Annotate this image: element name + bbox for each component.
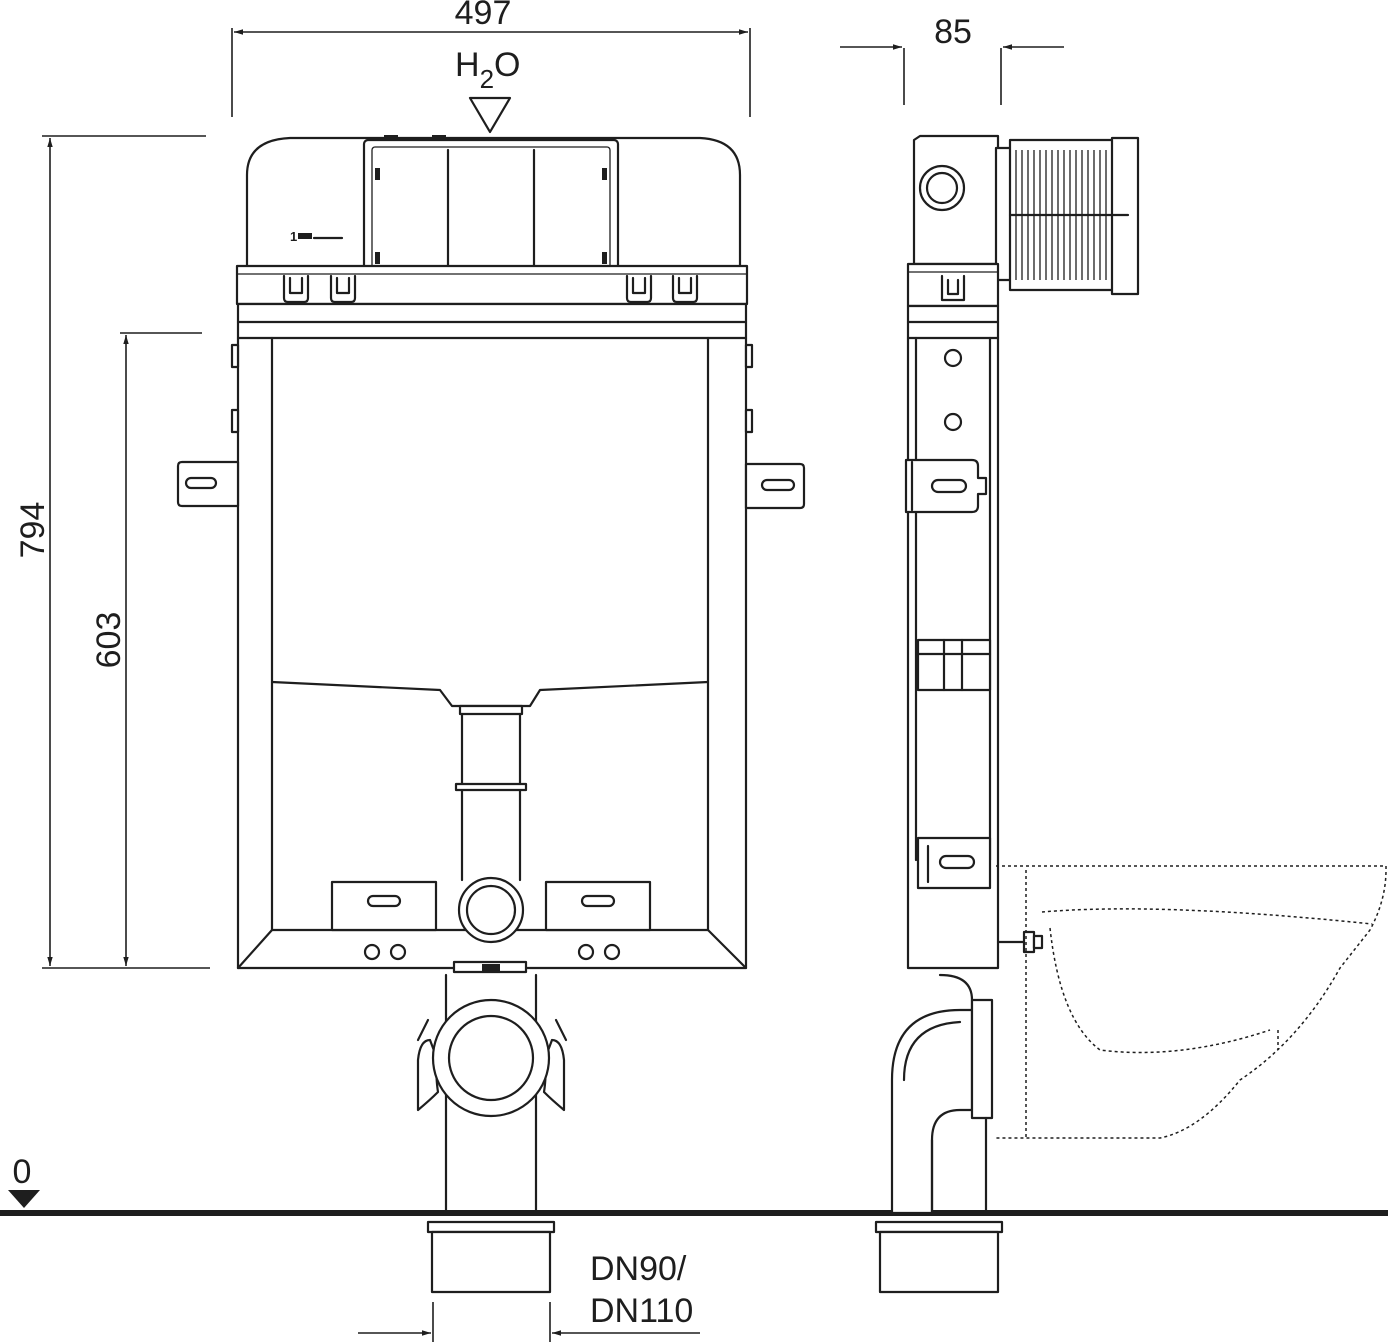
floor-level-label: 0 — [13, 1153, 32, 1191]
dimension-width: 497 — [231, 0, 751, 117]
water-sub: 2 — [480, 64, 494, 94]
dimension-total-height: 794 — [14, 135, 210, 969]
floor-level-triangle — [8, 1190, 40, 1208]
side-bracket-lower — [916, 836, 992, 890]
clip-group-right — [625, 274, 699, 304]
water-o: O — [494, 46, 520, 84]
drain-pipe-front — [416, 960, 568, 1294]
bolt-plate-right — [544, 880, 652, 932]
water-inlet-symbol: H2O — [455, 46, 520, 134]
flush-pipe — [454, 704, 528, 944]
drain-elbow — [874, 973, 1004, 1294]
svg-text:H2O: H2O — [455, 46, 520, 94]
ribbed-inlet — [994, 136, 1140, 296]
pipe-dimension-line2: DN110 — [590, 1292, 693, 1330]
wall-hung-toilet-outline — [996, 865, 1387, 1139]
pipe-dimension: DN90/ DN110 — [358, 1250, 700, 1342]
dimension-tank-height: 603 — [90, 332, 202, 966]
floor-line: 0 — [0, 1153, 1388, 1216]
front-view: 1 — [176, 135, 806, 1294]
water-h: H — [455, 46, 480, 84]
side-bracket-upper — [904, 458, 988, 514]
wall-bracket-right — [744, 462, 806, 510]
anchor-holes — [363, 943, 621, 961]
dimension-tank-height-label: 603 — [90, 612, 128, 669]
pipe-dimension-line1: DN90/ — [590, 1250, 687, 1288]
mounting-bolt — [996, 930, 1044, 954]
side-clip-middle — [916, 638, 992, 692]
clip-group-left — [282, 274, 357, 304]
dimension-depth: 85 — [840, 13, 1064, 105]
dimension-width-label: 497 — [455, 0, 512, 32]
dimension-total-height-label: 794 — [14, 502, 52, 559]
bolt-plate-left — [330, 880, 438, 932]
side-view — [874, 134, 1387, 1294]
dimension-depth-label: 85 — [934, 13, 972, 51]
clip-band — [235, 264, 749, 306]
frame-outer — [236, 302, 748, 970]
tank-mark: 1 — [290, 229, 297, 244]
wall-bracket-left — [176, 460, 240, 508]
